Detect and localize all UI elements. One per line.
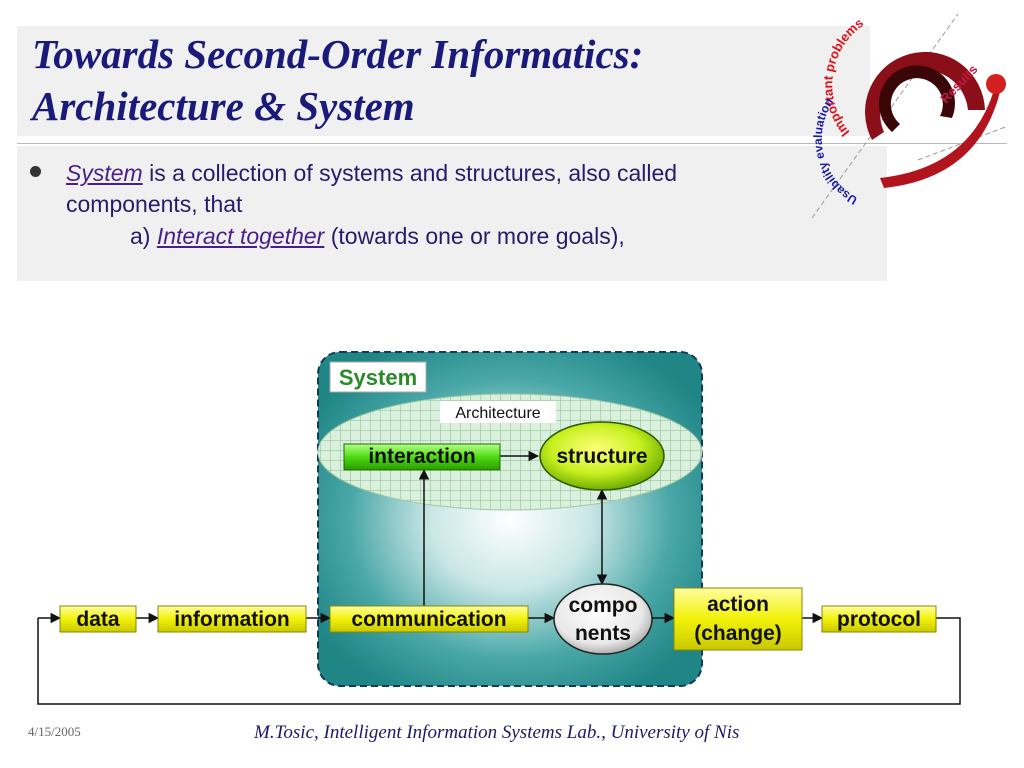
node-interaction [343,443,501,471]
architecture-label-box [440,401,556,423]
term-interact-together: Interact together [156,223,325,249]
node-information-label: information [174,608,290,631]
node-interaction-label: interaction [368,445,475,468]
feedback-loop-line [37,617,961,705]
node-components-label-1: compo [569,594,638,617]
node-communication-label: communication [351,608,506,631]
node-protocol-label: protocol [837,608,921,631]
node-components-label-2: nents [575,622,631,645]
node-structure [539,421,665,491]
sub-item-marker: a) [130,223,157,249]
node-action-label-1: action [707,593,769,616]
node-communication [329,605,529,633]
sub-item-text: (towards one or more goals), [324,223,625,249]
slide-title: Towards Second-Order Informatics: Archit… [32,28,862,132]
bullet-text: System is a collection of systems and st… [66,158,866,220]
logo-ball-icon [986,74,1006,94]
node-action-label-2: (change) [694,622,782,645]
title-line-1: Towards Second-Order Informatics: [32,31,644,77]
title-line-2: Architecture & System [32,83,415,129]
node-protocol [821,605,937,633]
node-structure-label: structure [556,445,647,468]
sub-item-a: a) Interact together (towards one or mor… [130,221,870,252]
logo-tail [880,90,1000,188]
logo-graphic: Important problems Usability evaluation … [811,13,1009,219]
content-background [17,146,887,281]
node-action [673,587,803,651]
bullet-text-line-2: components, that [66,191,243,217]
footer-credit: M.Tosic, Intelligent Information Systems… [254,722,740,743]
node-components [553,583,653,655]
system-label: System [339,365,417,390]
footer-date: 4/15/2005 [28,724,81,739]
logo-inner-swirl [878,65,955,132]
title-background [17,26,870,136]
node-information [157,605,307,633]
bullet-text-line-1: is a collection of systems and structure… [142,160,678,186]
logo-dashed-line-1 [811,13,959,219]
title-divider [17,143,1007,144]
system-label-box [329,361,427,393]
architecture-label: Architecture [455,405,540,422]
node-data [59,605,137,633]
node-data-label: data [76,608,120,631]
term-system: System [66,160,143,186]
bullet-dot-icon [30,166,41,177]
